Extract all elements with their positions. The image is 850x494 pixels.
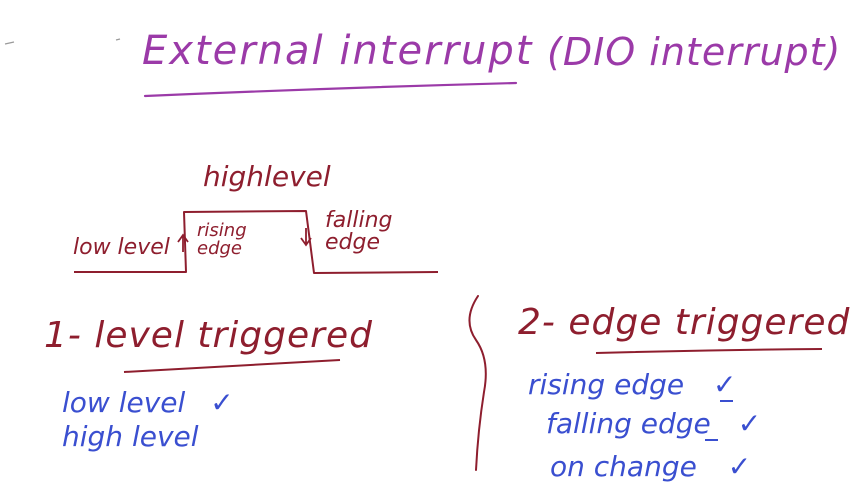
stray-mark	[4, 41, 15, 45]
edge-heading-underline	[595, 348, 823, 354]
edge-item-change: on change ✓	[550, 450, 751, 483]
high-level-label: highlevel	[203, 160, 331, 193]
falling-edge-label: falling edge	[325, 208, 393, 255]
rising-edge-arrow	[177, 233, 189, 252]
check-icon: ✓	[727, 450, 752, 483]
signal-waveform	[74, 210, 439, 274]
page-title: External interrupt	[142, 28, 534, 74]
title-underline	[143, 81, 518, 98]
low-level-label: low level	[73, 235, 170, 260]
level-item-low: low level ✓	[62, 386, 234, 419]
check-icon: ✓	[210, 386, 234, 419]
edge-item-label: falling edge	[546, 407, 711, 440]
falling-edge-arrow	[300, 228, 312, 247]
stray-mark	[115, 38, 121, 41]
check-icon: ✓	[712, 368, 737, 401]
edge-item-rising: rising edge ✓	[528, 368, 736, 401]
level-triggered-heading: 1- level triggered	[44, 315, 373, 356]
level-item-label: low level	[62, 386, 186, 419]
title-note: (DIO interrupt)	[547, 30, 842, 74]
edge-item-label: rising edge	[528, 368, 685, 401]
level-item-high: high level	[62, 420, 199, 453]
edge-item-label: on change	[550, 450, 697, 483]
rising-edge-label: rising edge	[197, 220, 247, 259]
section-brace	[468, 295, 487, 471]
level-item-label: high level	[62, 420, 199, 453]
check-icon: ✓	[737, 407, 762, 440]
level-heading-underline	[123, 359, 341, 373]
edge-item-falling: falling edge ✓	[546, 407, 761, 440]
edge-triggered-heading: 2- edge triggered	[518, 302, 850, 343]
